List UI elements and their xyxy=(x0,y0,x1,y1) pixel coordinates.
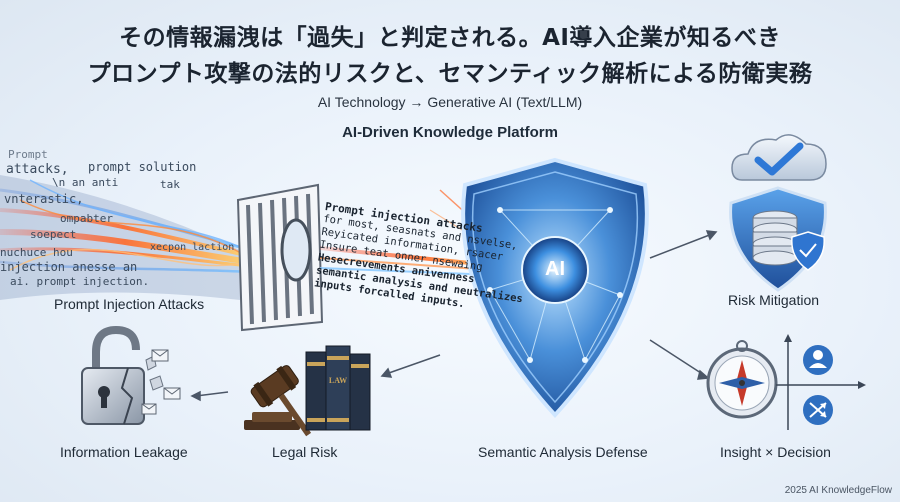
label-legal-risk: Legal Risk xyxy=(272,444,338,460)
code-fragment: xecpon laction xyxy=(150,242,235,253)
code-fragment: ai. prompt injection. xyxy=(10,275,150,288)
code-fragment: vnterastic, xyxy=(4,192,84,206)
insight-decision-graphic xyxy=(706,334,866,430)
label-semantic-defense: Semantic Analysis Defense xyxy=(478,444,648,460)
code-fragment: attacks, xyxy=(6,162,69,177)
book-law-text: LAW xyxy=(328,376,348,385)
code-fragment: Prompt xyxy=(8,148,48,161)
code-fragment: \n an anti xyxy=(52,176,119,189)
footer-copyright: 2025 AI KnowledgeFlow xyxy=(784,485,892,496)
title-line-1: その情報漏洩は「過失」と判定される。AI導入企業が知るべき xyxy=(119,25,781,51)
title-line-2: プロンプト攻撃の法的リスクと、セマンティック解析による防衛実務 xyxy=(87,61,813,87)
platform-heading: AI-Driven Knowledge Platform xyxy=(342,124,558,141)
gavel-books-graphic xyxy=(244,345,371,437)
label-risk-mitigation: Risk Mitigation xyxy=(728,292,820,308)
label-insight-decision: Insight × Decision xyxy=(720,444,831,460)
label-prompt-attacks: Prompt Injection Attacks xyxy=(54,296,205,312)
code-fragment: nuchuce hou xyxy=(0,246,73,259)
code-fragment: prompt solution xyxy=(88,160,197,174)
subtitle: AI Technology → Generative AI (Text/LLM) xyxy=(317,94,583,110)
code-fragment: soepect xyxy=(30,228,77,241)
firewall-panel xyxy=(236,183,324,332)
label-information-leakage: Information Leakage xyxy=(60,444,188,460)
ai-shield xyxy=(461,157,649,418)
flow-arrows xyxy=(190,230,718,402)
shield-ai-text: AI xyxy=(545,258,565,280)
code-fragment: tak xyxy=(160,178,180,191)
broken-padlock-graphic xyxy=(81,325,181,425)
code-fragment: ompabter xyxy=(60,212,113,225)
risk-mitigation-graphic xyxy=(729,134,827,292)
attack-stream xyxy=(0,175,251,300)
code-fragment: injection anesse an xyxy=(0,260,138,274)
